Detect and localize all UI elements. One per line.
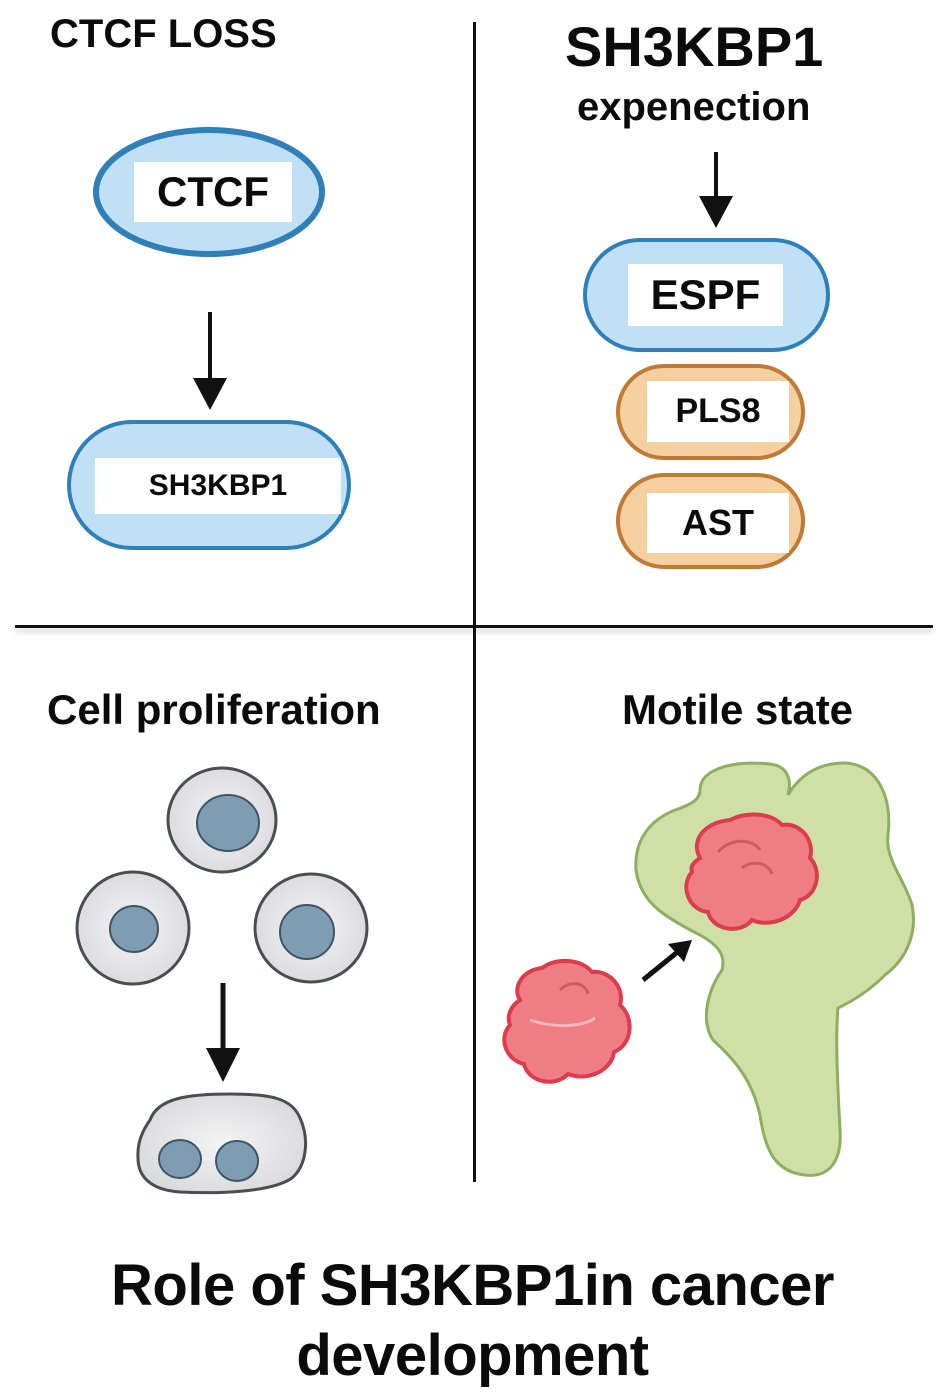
caption-line-1: Role of SH3KBP1in cancer [111,1253,834,1318]
nucleus [215,1140,259,1182]
horizontal-divider [15,625,933,628]
caption-line-2: development [296,1323,649,1388]
arrow-diagonal-icon [641,940,692,982]
cell-cluster-outside-icon [502,959,632,1084]
ctcf-label: CTCF [134,162,292,222]
ast-label: AST [647,493,789,553]
vertical-divider [473,22,476,1182]
nucleus [109,905,159,953]
ctcf-loss-heading: CTCF LOSS [50,12,277,56]
cell-icon [166,766,278,874]
sh3kbp1-label: SH3KBP1 [95,458,341,514]
motile-state-heading: Motile state [622,686,854,733]
nucleus [158,1139,202,1179]
expression-heading: expenection [577,85,811,129]
cell-cluster-inside-icon [684,812,819,931]
pls8-label: PLS8 [647,381,789,442]
arrow-down-icon [206,983,240,1082]
nucleus [279,904,335,960]
cell-icon [75,870,191,986]
sh3kbp1-heading: SH3KBP1 [565,15,824,78]
binucleate-cell-icon [136,1092,307,1195]
espf-label: ESPF [628,264,783,326]
motile-cell-icon [634,761,915,1177]
arrow-down-icon [190,312,230,412]
nucleus [196,794,260,852]
arrow-down-icon [696,150,736,230]
cell-icon [253,872,369,984]
cell-proliferation-heading: Cell proliferation [47,686,381,733]
